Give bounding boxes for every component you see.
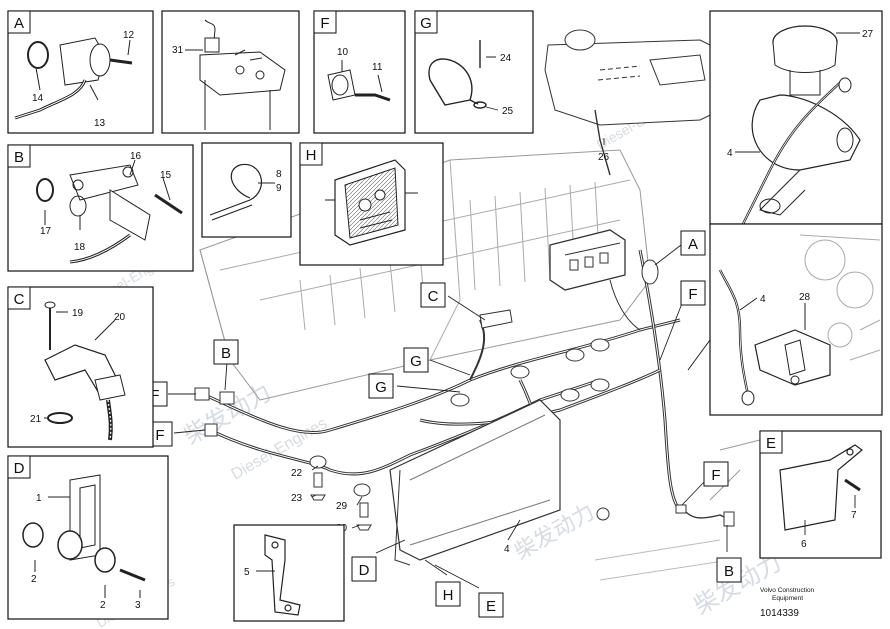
svg-text:19: 19	[72, 308, 84, 319]
svg-text:23: 23	[291, 493, 303, 504]
svg-text:B: B	[14, 149, 24, 166]
callout-B[interactable]: B	[213, 339, 239, 365]
svg-text:F: F	[155, 427, 164, 444]
svg-text:4: 4	[504, 544, 510, 555]
svg-text:F: F	[320, 15, 329, 32]
panel-B: B 16 15 17 18	[7, 144, 194, 272]
callout-E[interactable]: E	[478, 592, 504, 618]
svg-text:E: E	[766, 435, 776, 452]
callout-A[interactable]: A	[680, 230, 706, 256]
svg-text:11: 11	[372, 62, 383, 73]
svg-text:B: B	[221, 345, 231, 362]
svg-text:5: 5	[244, 567, 250, 578]
svg-text:F: F	[688, 286, 697, 303]
callout-C[interactable]: C	[420, 282, 446, 308]
svg-text:D: D	[14, 460, 25, 477]
svg-text:4: 4	[760, 294, 766, 305]
svg-text:28: 28	[799, 292, 811, 303]
svg-text:H: H	[443, 587, 454, 604]
footer: Volvo Construction Equipment 1014339	[760, 587, 815, 619]
svg-text:C: C	[428, 288, 439, 305]
svg-text:H: H	[306, 147, 317, 164]
panel-sensor-31: 31	[161, 10, 300, 134]
svg-text:31: 31	[172, 45, 184, 56]
svg-text:12: 12	[123, 30, 135, 41]
svg-text:26: 26	[598, 152, 610, 163]
svg-text:3: 3	[135, 600, 141, 611]
svg-text:21: 21	[30, 414, 42, 425]
svg-text:2: 2	[100, 600, 106, 611]
panel-right-mid: 4 28	[709, 223, 883, 416]
svg-text:A: A	[14, 15, 24, 32]
svg-text:7: 7	[851, 510, 857, 521]
callout-G[interactable]: G	[368, 373, 394, 399]
callout-F[interactable]: F	[680, 280, 706, 306]
svg-text:16: 16	[130, 151, 142, 162]
svg-text:6: 6	[801, 539, 807, 550]
svg-text:17: 17	[40, 226, 52, 237]
panel-cable-tie: 8 9	[201, 142, 292, 238]
svg-text:C: C	[14, 291, 25, 308]
svg-text:1: 1	[36, 493, 42, 504]
panel-C: C 19 20 21	[7, 286, 154, 448]
svg-text:D: D	[359, 562, 370, 579]
callout-F[interactable]: F	[703, 461, 729, 487]
svg-text:25: 25	[502, 106, 514, 117]
svg-text:F: F	[711, 467, 720, 484]
brand-line-1: Volvo Construction	[760, 587, 815, 594]
panel-right-top: 27 4	[709, 10, 883, 271]
svg-text:B: B	[724, 563, 734, 580]
callout-G[interactable]: G	[403, 347, 429, 373]
panel-D: D 1 2 2 3	[7, 455, 169, 620]
svg-text:14: 14	[32, 93, 44, 104]
svg-text:2: 2	[31, 574, 37, 585]
svg-text:G: G	[420, 15, 432, 32]
connector-line	[687, 339, 711, 371]
svg-text:13: 13	[94, 118, 106, 129]
panel-A: A 12 13 14	[7, 10, 154, 134]
svg-text:G: G	[375, 379, 387, 396]
leader-lines	[168, 138, 728, 589]
svg-text:4: 4	[727, 148, 733, 159]
svg-text:8: 8	[276, 169, 282, 180]
panel-F: F 10 11	[313, 10, 406, 134]
panel-bracket-5: 5	[233, 524, 345, 622]
svg-text:24: 24	[500, 53, 512, 64]
svg-text:20: 20	[114, 312, 126, 323]
brand-line-2: Equipment	[772, 595, 803, 602]
svg-text:A: A	[688, 236, 698, 253]
svg-text:18: 18	[74, 242, 86, 253]
callout-B[interactable]: B	[716, 557, 742, 583]
svg-text:29: 29	[336, 501, 348, 512]
svg-text:10: 10	[337, 47, 349, 58]
callout-D[interactable]: D	[351, 556, 377, 582]
panel-G: G 24 25	[414, 10, 534, 134]
svg-text:15: 15	[160, 170, 172, 181]
panel-E: E 7 6	[759, 430, 882, 559]
svg-text:E: E	[486, 598, 496, 615]
main-callouts: A F C G G B F F D H E F B	[142, 230, 742, 618]
figure-number: 1014339	[760, 608, 799, 619]
svg-text:27: 27	[862, 29, 874, 40]
panel-H: H	[299, 142, 444, 266]
svg-text:F: F	[150, 387, 159, 404]
svg-text:22: 22	[291, 468, 303, 479]
svg-text:G: G	[410, 353, 422, 370]
svg-text:9: 9	[276, 183, 282, 194]
callout-H[interactable]: H	[435, 581, 461, 607]
